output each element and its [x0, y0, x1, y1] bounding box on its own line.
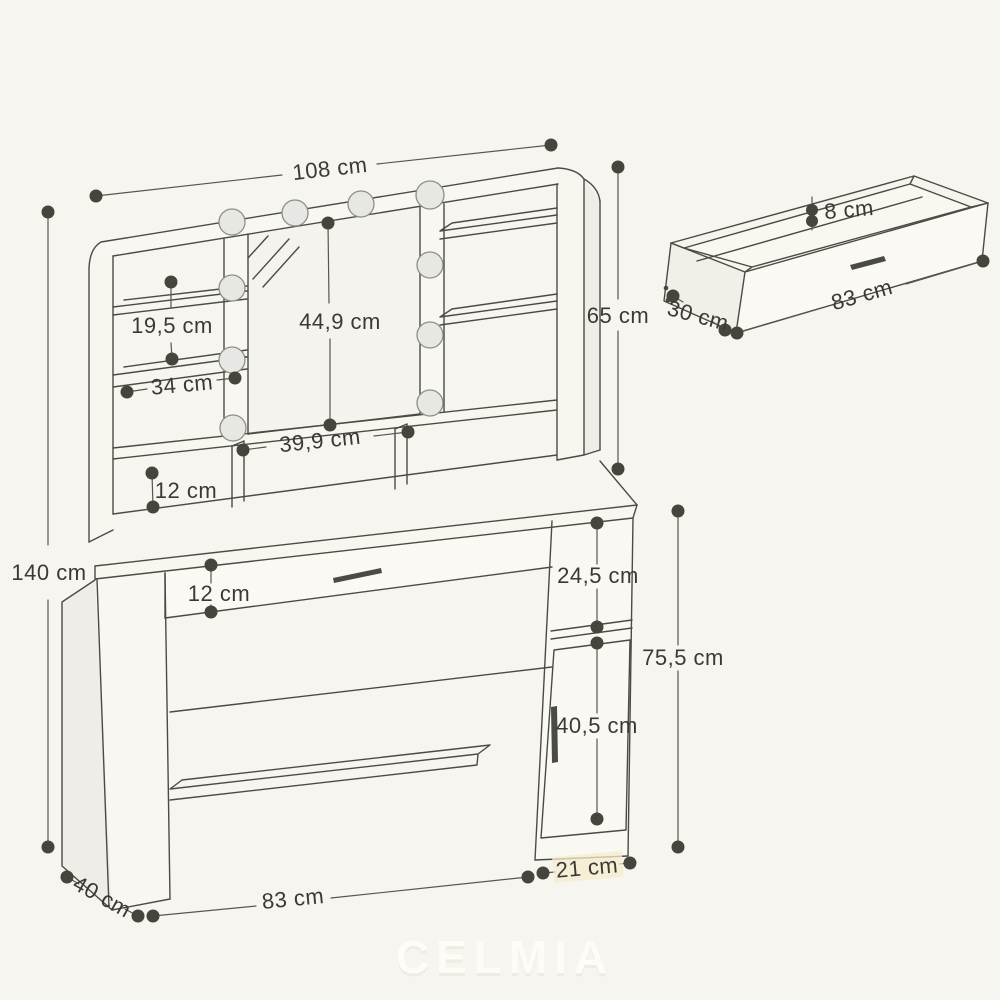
drawer-detail-handle	[850, 256, 886, 270]
dim-label-mirror-height: 44,9 cm	[299, 309, 381, 334]
vanity-light-bulbs	[218, 180, 445, 442]
dim-label-shelf-width: 34 cm	[150, 369, 214, 399]
light-bulb-icon	[219, 414, 247, 442]
drawer-handle	[333, 568, 382, 583]
dim-label-table-width: 83 cm	[261, 883, 326, 914]
light-bulb-icon	[218, 274, 246, 302]
dim-label-drawer-inner-height: 8 cm	[823, 195, 875, 224]
dim-label-door-height: 40,5 cm	[556, 713, 638, 738]
light-bulb-icon	[218, 346, 246, 374]
dim-label-table-height: 75,5 cm	[642, 645, 724, 670]
light-bulb-icon	[415, 180, 445, 210]
dim-label-cabinet-width: 21 cm	[555, 852, 619, 882]
dim-label-drawer-height: 12 cm	[188, 581, 250, 606]
watermark-shadow-text: CELMIA	[396, 934, 614, 986]
dimension-dots	[41, 138, 990, 923]
dim-label-open-shelf-height: 24,5 cm	[557, 563, 639, 588]
light-bulb-icon	[416, 251, 444, 279]
light-bulb-icon	[218, 208, 246, 236]
dim-label-shelf-spacing: 19,5 cm	[131, 313, 213, 338]
shaded-faces	[62, 168, 988, 910]
watermark-text: CELMIA	[396, 931, 614, 983]
screw-hole	[663, 285, 669, 291]
light-bulb-icon	[416, 389, 444, 417]
label-highlight	[551, 850, 624, 883]
light-bulb-icon	[416, 321, 444, 349]
dim-label-hutch-height: 65 cm	[587, 303, 649, 328]
drawer-detail-drawing	[663, 175, 989, 334]
mirror-glare-lines	[247, 235, 300, 288]
light-bulb-icon	[281, 199, 309, 227]
dimension-labels: 108 cm 140 cm 65 cm 19,5 cm 44,9 cm 34 c…	[11, 152, 895, 923]
dim-label-total-height: 140 cm	[11, 560, 86, 585]
cabinet-door-handle	[551, 706, 558, 763]
dim-label-organizer-height: 12 cm	[155, 478, 217, 503]
dim-label-top-width: 108 cm	[291, 152, 368, 185]
light-bulb-icon	[347, 190, 375, 218]
watermark: CELMIA CELMIA	[396, 931, 614, 986]
